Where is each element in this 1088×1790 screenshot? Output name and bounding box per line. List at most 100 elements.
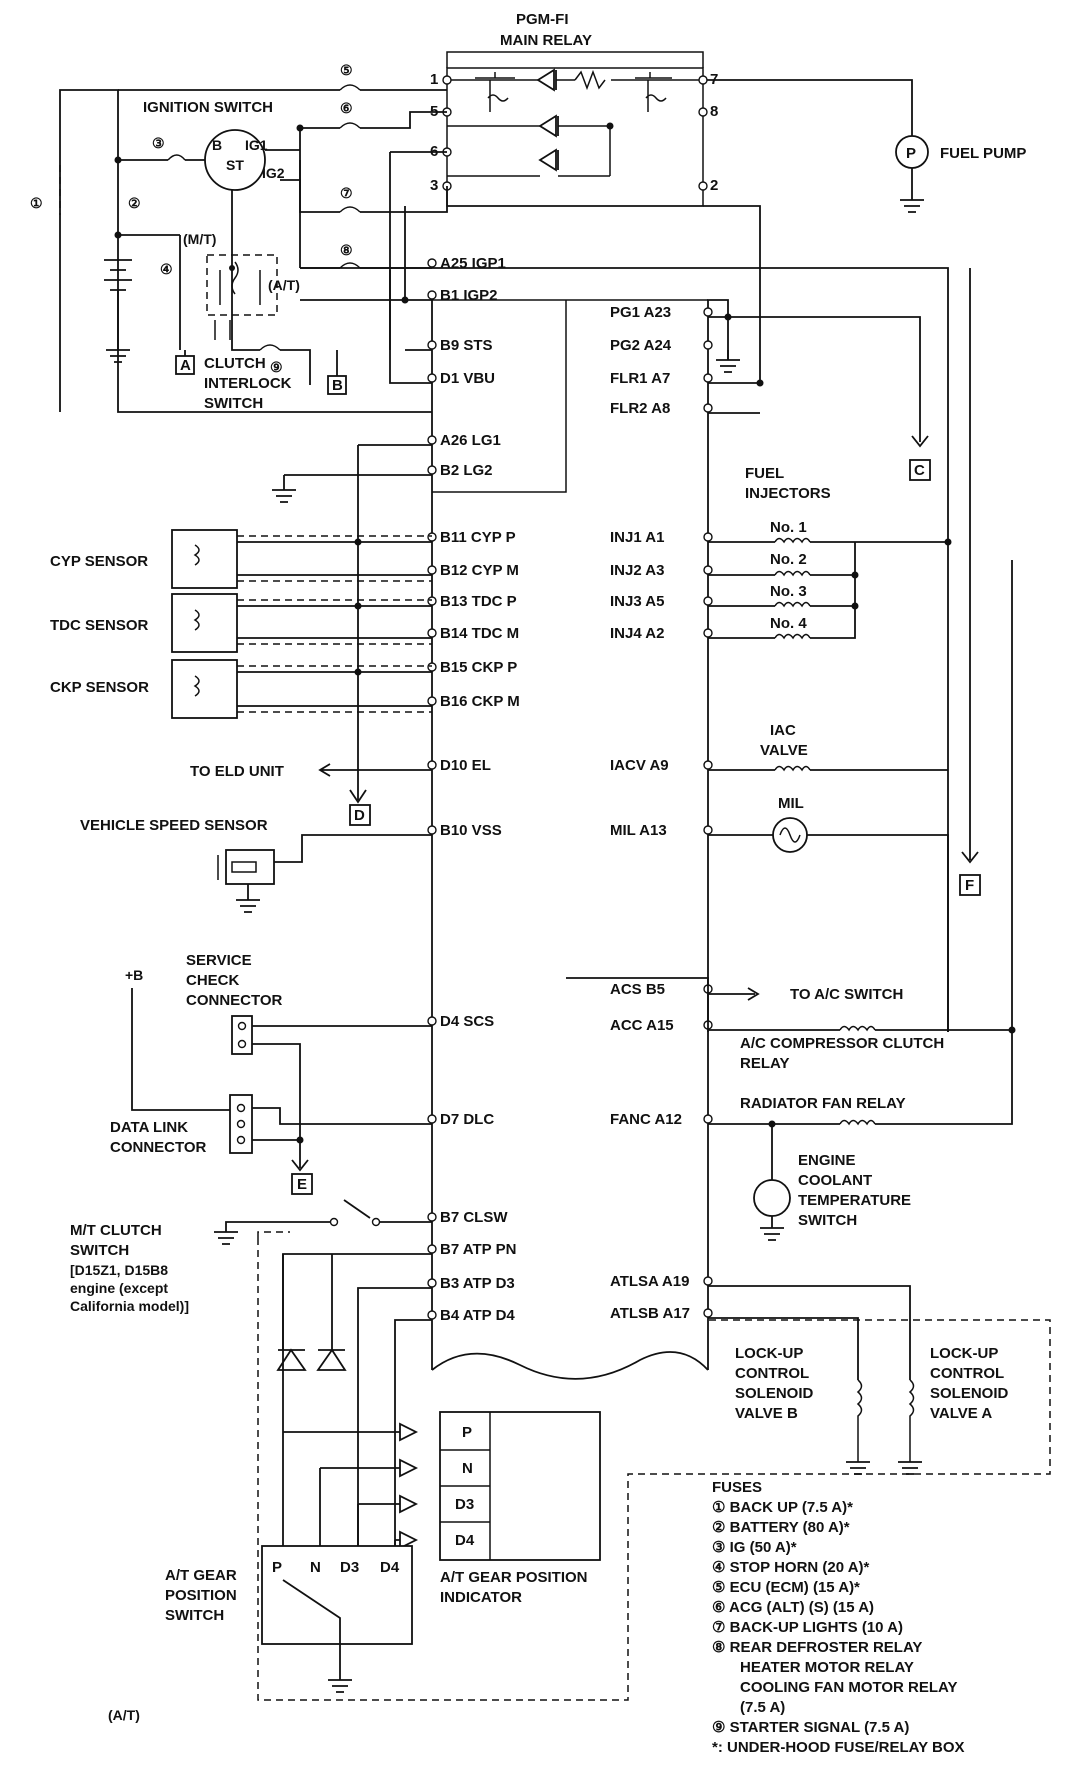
sts-wire bbox=[389, 151, 447, 384]
injector-coils bbox=[774, 537, 811, 640]
ecm-left-label-15: D7 DLC bbox=[440, 1111, 494, 1128]
ecm-left-pin-12 bbox=[427, 760, 437, 770]
sensor-signal-wires bbox=[237, 541, 432, 707]
ecm-right-label-7: INJ4 A2 bbox=[610, 625, 664, 642]
connector-f: F bbox=[965, 877, 974, 894]
gear-indicator-label-1: A/T GEAR POSITION bbox=[440, 1569, 588, 1586]
acs-wire bbox=[566, 977, 760, 1032]
vss-label: VEHICLE SPEED SENSOR bbox=[80, 817, 268, 834]
clutch-interlock-coil bbox=[231, 261, 239, 295]
mt-clutch-label-2: SWITCH bbox=[70, 1242, 129, 1259]
gear-switch-ground bbox=[328, 1679, 352, 1693]
coolant-label-4: SWITCH bbox=[798, 1212, 857, 1229]
mil-label: MIL bbox=[778, 795, 804, 812]
lockup-solenoids: LOCK-UP CONTROL SOLENOID VALVE B LOCK-UP… bbox=[735, 1345, 1009, 1475]
ecm-left-label-10: B15 CKP P bbox=[440, 659, 517, 676]
mt-clutch-label-3: [D15Z1, D15B8 bbox=[70, 1262, 168, 1278]
fuse-legend-item-3: ④ STOP HORN (20 A)* bbox=[712, 1559, 870, 1576]
injector-no-1: No. 1 bbox=[770, 519, 807, 536]
plus-b-label: +B bbox=[125, 967, 143, 983]
dlc-pin-1 bbox=[236, 1103, 246, 1113]
backup-lights-feed bbox=[299, 128, 448, 213]
injectors: FUEL INJECTORS No. 1 No. 2 No. 3 No. 4 bbox=[708, 465, 952, 640]
atp-diodes bbox=[276, 1348, 347, 1371]
mil-wire bbox=[708, 560, 1013, 1032]
fuel-pump: P FUEL PUMP bbox=[707, 79, 1026, 213]
dlc-pin-3 bbox=[236, 1135, 246, 1145]
ac-relay-coil bbox=[839, 1025, 876, 1032]
gear-switch-body bbox=[261, 1545, 413, 1645]
clsw-wire bbox=[225, 1199, 432, 1232]
vss-wiring bbox=[236, 834, 432, 913]
ecm-right-label-4: INJ1 A1 bbox=[610, 529, 664, 546]
relay-resistor bbox=[574, 69, 606, 91]
relay-pin-label-3: 3 bbox=[430, 177, 438, 194]
ecm-right-pin-5 bbox=[703, 565, 713, 575]
injector-junction-3 bbox=[851, 602, 859, 610]
dlc-pin-2 bbox=[236, 1119, 246, 1129]
ecm-left-label-6: B11 CYP P bbox=[440, 529, 516, 546]
relay-pin-1 bbox=[442, 75, 452, 85]
gear-indicator-diodes bbox=[399, 1422, 419, 1550]
connector-e-arrow bbox=[291, 1159, 309, 1172]
at-gear-position: P N D3 D4 A/T GEAR POSITION INDICATOR P … bbox=[108, 1231, 1051, 1723]
tdc-shield-junction bbox=[354, 602, 362, 610]
ecm-left-label-4: A26 LG1 bbox=[440, 432, 501, 449]
injector-junction-1 bbox=[944, 538, 952, 546]
at-boundary bbox=[257, 1231, 1051, 1701]
ecm-left-label-12: D10 EL bbox=[440, 757, 491, 774]
gear-switch-label-3: SWITCH bbox=[165, 1607, 224, 1624]
gear-switch-wiper bbox=[282, 1468, 396, 1680]
ac-relay-label-2: RELAY bbox=[740, 1055, 789, 1072]
ecm-left-pin-19 bbox=[427, 1310, 437, 1320]
connector-f: F bbox=[959, 268, 981, 896]
ecm-left-pin-16 bbox=[427, 1212, 437, 1222]
gear-indicator-p: P bbox=[462, 1424, 472, 1441]
injector-no-4: No. 4 bbox=[770, 615, 807, 632]
sensor-shields bbox=[237, 535, 432, 713]
iac-valve: IAC VALVE bbox=[708, 722, 948, 772]
fuse-9-element bbox=[259, 344, 281, 351]
atlsa-atlsb-wires bbox=[708, 1285, 911, 1380]
ecm-left-label-18: B3 ATP D3 bbox=[440, 1275, 515, 1292]
fuse-legend-item-9: COOLING FAN MOTOR RELAY bbox=[740, 1679, 958, 1696]
ecm-left-label-17: B7 ATP PN bbox=[440, 1241, 516, 1258]
gear-switch-pin-d3: D3 bbox=[340, 1559, 359, 1576]
injector-junction-2 bbox=[851, 571, 859, 579]
cyp-shield-junction bbox=[354, 538, 362, 546]
connector-e-box bbox=[291, 1173, 313, 1195]
fuse-mark-8: ⑧ bbox=[340, 242, 353, 258]
iac-label-1: IAC bbox=[770, 722, 796, 739]
coolant-label-1: ENGINE bbox=[798, 1152, 856, 1169]
dlc-label-1: DATA LINK bbox=[110, 1119, 188, 1136]
ecm-left-pin-8 bbox=[427, 596, 437, 606]
relay-pin-2 bbox=[698, 181, 708, 191]
ecm-left-label-3: D1 VBU bbox=[440, 370, 495, 387]
ac-relay-label-1: A/C COMPRESSOR CLUTCH bbox=[740, 1035, 944, 1052]
ecm-left-label-0: A25 IGP1 bbox=[440, 255, 506, 272]
service-pin-1 bbox=[237, 1021, 247, 1031]
injector-no-3: No. 3 bbox=[770, 583, 807, 600]
fuse-legend-item-11: ⑨ STARTER SIGNAL (7.5 A) bbox=[712, 1719, 909, 1736]
sensors: CYP SENSOR TDC SENSOR CKP SENSOR TO ELD … bbox=[50, 529, 432, 913]
fuse-legend-item-12: *: UNDER-HOOD FUSE/RELAY BOX bbox=[712, 1739, 965, 1756]
sensor-coils bbox=[193, 544, 200, 697]
fuse-7-element bbox=[339, 206, 361, 213]
fuse-mark-4: ④ bbox=[160, 261, 173, 277]
ecm-right-pin-3 bbox=[703, 403, 713, 413]
ecm-right-label-6: INJ3 A5 bbox=[610, 593, 664, 610]
ecm-right-pin-1 bbox=[703, 340, 713, 350]
fuse-legend-title: FUSES bbox=[712, 1479, 762, 1496]
ecm-left-pin-18 bbox=[427, 1278, 437, 1288]
coolant-label-2: COOLANT bbox=[798, 1172, 872, 1189]
fuse-5-element bbox=[339, 84, 361, 91]
coolant-switch-body bbox=[753, 1179, 791, 1217]
ecm-left-pin-9 bbox=[427, 628, 437, 638]
ecm-left-pin-1 bbox=[427, 290, 437, 300]
relay-diode-2 bbox=[538, 114, 559, 138]
ignition-pin-ig2: IG2 bbox=[262, 165, 285, 181]
lg-wires bbox=[357, 444, 432, 800]
eld-label: TO ELD UNIT bbox=[190, 763, 284, 780]
injector-no-2: No. 2 bbox=[770, 551, 807, 568]
